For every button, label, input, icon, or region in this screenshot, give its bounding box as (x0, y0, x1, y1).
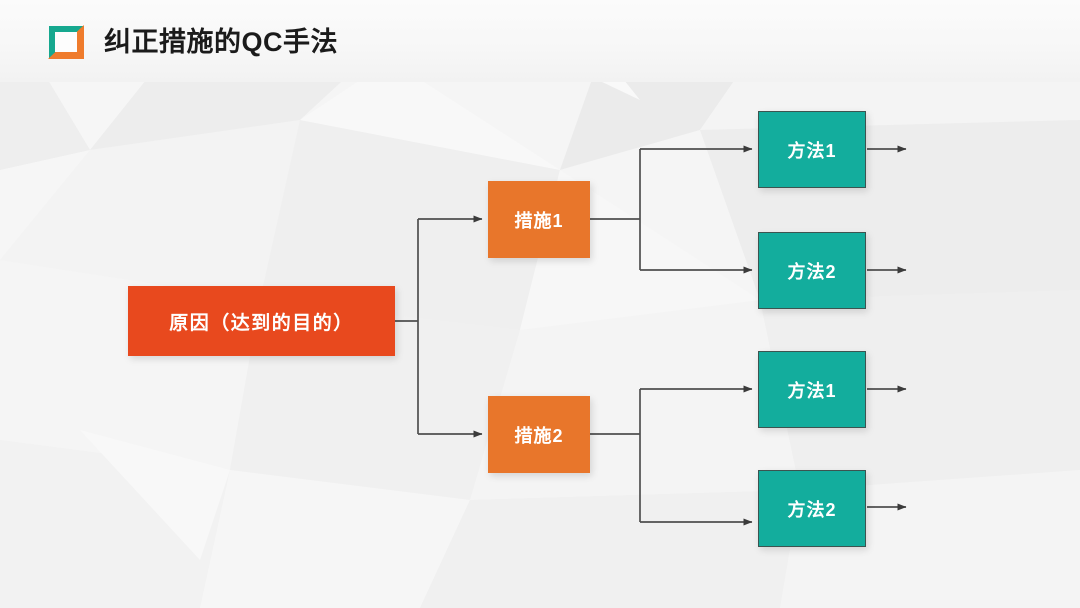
node-method-1[interactable]: 方法1 (758, 111, 866, 188)
node-measure-1[interactable]: 措施1 (488, 181, 590, 258)
node-measure-2[interactable]: 措施2 (488, 396, 590, 473)
header-bar: 纠正措施的QC手法 (0, 0, 1080, 82)
node-method-4[interactable]: 方法2 (758, 470, 866, 547)
node-cause[interactable]: 原因（达到的目的） (128, 286, 395, 356)
node-method-3[interactable]: 方法1 (758, 351, 866, 428)
page-title: 纠正措施的QC手法 (104, 27, 338, 57)
node-method-2[interactable]: 方法2 (758, 232, 866, 309)
square-frame-logo-icon (48, 25, 84, 59)
